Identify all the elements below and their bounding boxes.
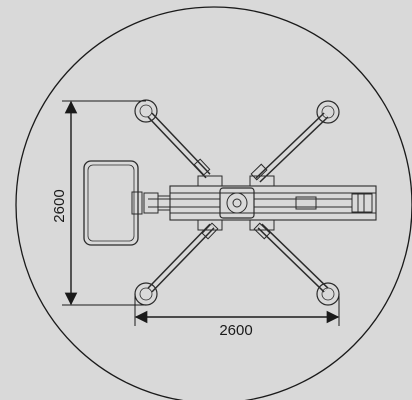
vertical-dimension-label: 2600	[51, 189, 68, 222]
horizontal-dimension-label: 2600	[219, 322, 252, 339]
horizontal-dimension	[134, 294, 340, 326]
vertical-dimension	[62, 100, 146, 306]
work-platform-basket	[83, 160, 143, 246]
swing-radius-circle	[15, 6, 412, 400]
chassis	[143, 175, 377, 231]
outrigger-front-left	[134, 99, 211, 179]
outrigger-front-right	[250, 100, 340, 183]
outrigger-rear-right	[253, 222, 340, 306]
outriggers	[134, 99, 340, 306]
outrigger-rear-left	[134, 222, 219, 306]
